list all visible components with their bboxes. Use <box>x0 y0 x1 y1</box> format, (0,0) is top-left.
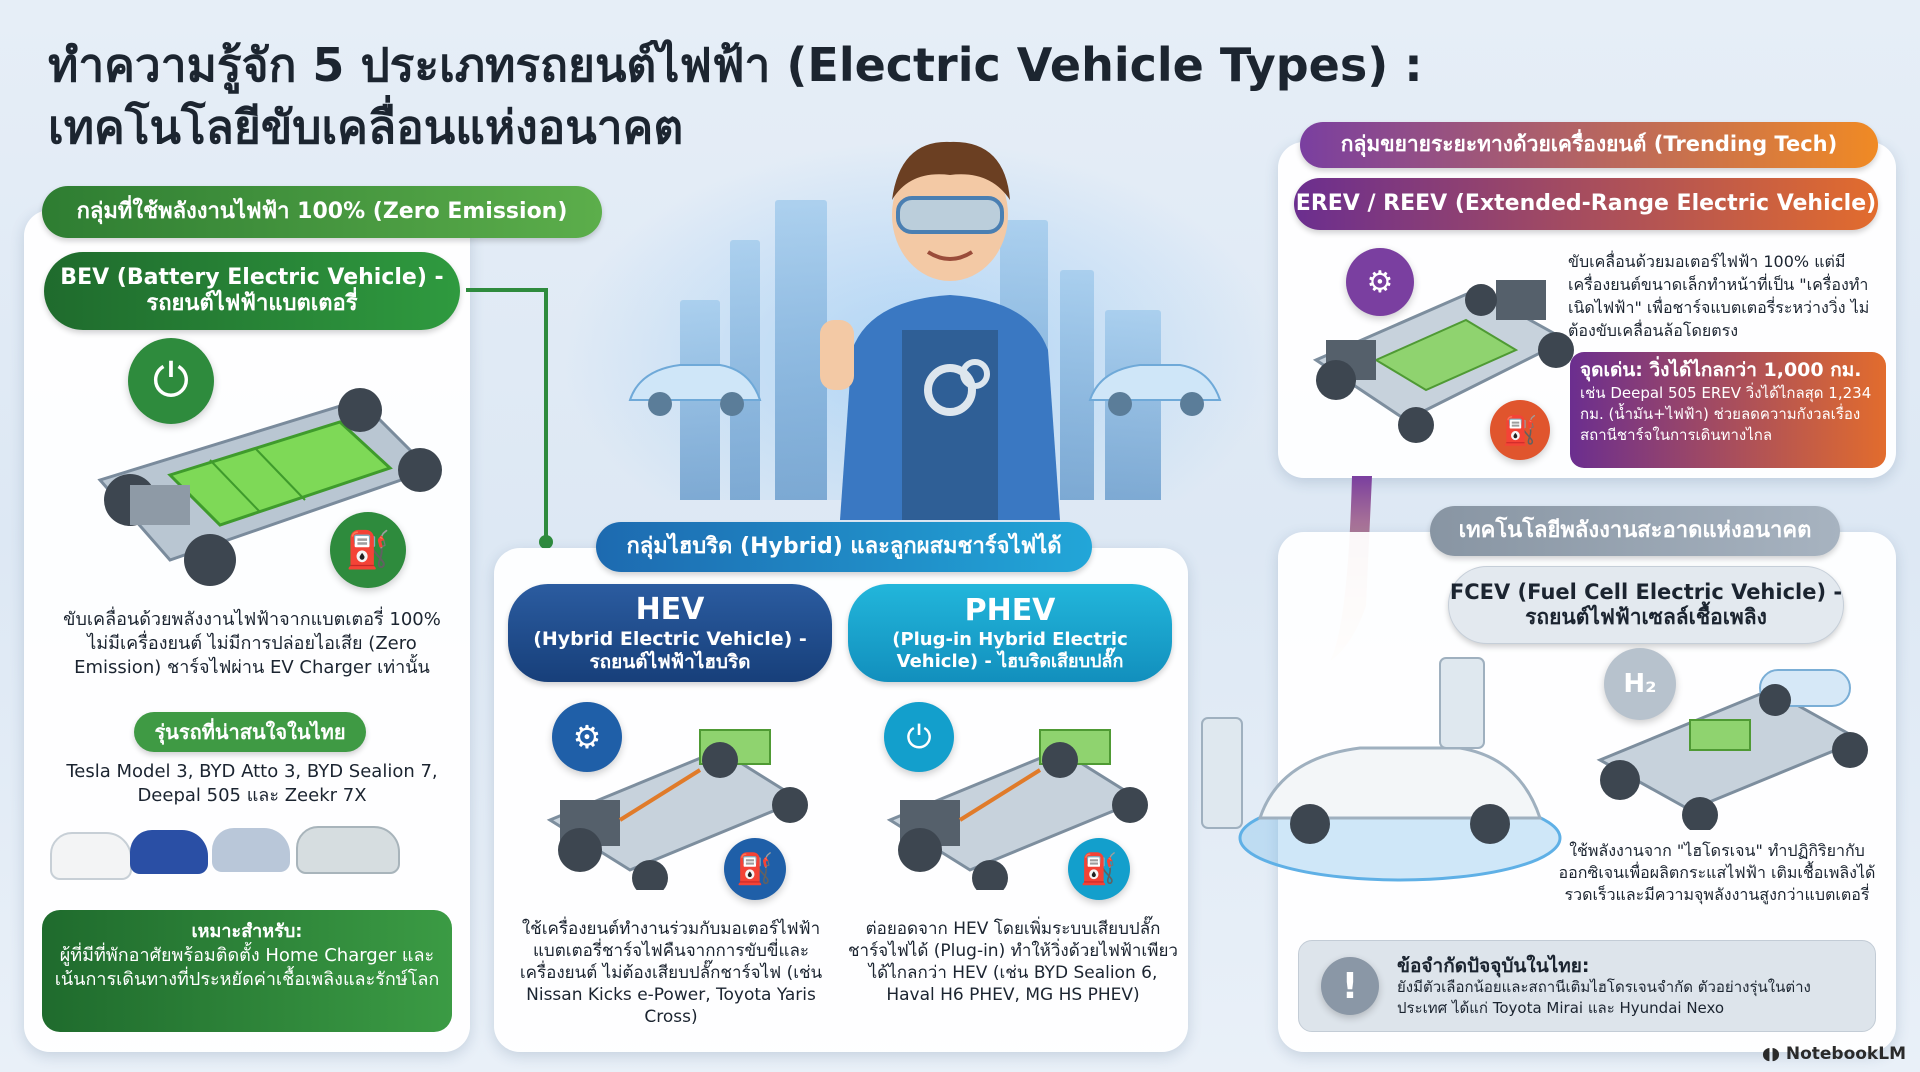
phev-chassis-illustration <box>886 729 1148 890</box>
fcev-limit-text: ยังมีตัวเลือกน้อยและสถานีเติมไฮโดรเจนจำก… <box>1397 978 1811 1017</box>
fcev-chassis-illustration <box>1596 669 1868 830</box>
fcev-group-label: เทคโนโลยีพลังงานสะอาดแห่งอนาคต <box>1430 506 1840 556</box>
bev-suitable-text: ผู้ที่มีที่พักอาศัยพร้อมติดตั้ง Home Cha… <box>54 945 440 990</box>
mechanic-character <box>820 141 1060 520</box>
gray-suv <box>296 826 400 874</box>
erev-highlight-text: เช่น Deepal 505 EREV วิ่งได้ไกลสุด 1,234… <box>1580 384 1872 444</box>
silver-car <box>212 828 290 872</box>
bev-suitable-title: เหมาะสำหรับ: <box>191 921 303 942</box>
erev-chassis-illustration <box>1312 280 1574 443</box>
bev-description: ขับเคลื่อนด้วยพลังงานไฟฟ้าจากแบตเตอรี่ 1… <box>63 609 441 678</box>
engine-icon: ⚙ <box>552 702 622 772</box>
phev-full-name: (Plug-in Hybrid Electric Vehicle) - ไฮบร… <box>892 629 1128 672</box>
blue-car <box>130 830 208 874</box>
hev-title-badge: HEV (Hybrid Electric Vehicle) - รถยนต์ไฟ… <box>508 584 832 682</box>
hev-chassis-illustration <box>546 729 808 890</box>
h2-icon: H₂ <box>1604 648 1676 720</box>
hybrid-group-label: กลุ่มไฮบริด (Hybrid) และลูกผสมชาร์จไฟได้ <box>596 522 1092 572</box>
erev-group-label: กลุ่มขยายระยะทางด้วยเครื่องยนต์ (Trendin… <box>1300 122 1878 168</box>
bev-models-list: Tesla Model 3, BYD Atto 3, BYD Sealion 7… <box>66 761 438 806</box>
erev-highlight-title: จุดเด่น: วิ่งได้ไกลกว่า 1,000 กม. <box>1580 359 1862 381</box>
bev-chassis-illustration <box>97 388 442 586</box>
city-car-right <box>1088 364 1222 416</box>
warning-icon: ! <box>1321 957 1379 1015</box>
hev-description: ใช้เครื่องยนต์ทำงานร่วมกับมอเตอร์ไฟฟ้า แ… <box>519 919 823 1027</box>
white-car <box>50 832 132 880</box>
fcev-title-badge: FCEV (Fuel Cell Electric Vehicle) - รถยน… <box>1448 566 1844 644</box>
fuel-pump-icon-erev: ⛽ <box>1490 400 1550 460</box>
phev-name: PHEV <box>964 593 1056 629</box>
charging-station-icon: ⛽ <box>330 512 406 588</box>
hev-name: HEV <box>635 592 705 628</box>
page-title: ทำความรู้จัก 5 ประเภทรถยนต์ไฟฟ้า (Electr… <box>48 34 1548 158</box>
brand-logo-icon: ◖◗ <box>1762 1044 1786 1064</box>
city-car-left <box>628 364 762 416</box>
plug-icon: ⏻ <box>128 338 214 424</box>
erev-title-badge: EREV / REEV (Extended-Range Electric Veh… <box>1294 178 1878 230</box>
fuel-pump-icon-phev: ⛽ <box>1068 838 1130 900</box>
fcev-limit-box: ! ข้อจำกัดปัจจุบันในไทย: ยังมีตัวเลือกน้… <box>1298 940 1876 1032</box>
fcev-limit-title: ข้อจำกัดปัจจุบันในไทย: <box>1397 955 1590 977</box>
notebooklm-brand: ◖◗ NotebookLM <box>1762 1044 1906 1064</box>
hev-full-name: (Hybrid Electric Vehicle) - รถยนต์ไฟฟ้าไ… <box>533 628 807 673</box>
fcev-description: ใช้พลังงานจาก "ไฮโดรเจน" ทำปฏิกิริยากับอ… <box>1558 841 1876 904</box>
phev-title-badge: PHEV (Plug-in Hybrid Electric Vehicle) -… <box>848 584 1172 682</box>
plug-icon-phev: ⏻ <box>884 702 954 772</box>
erev-highlight-box: จุดเด่น: วิ่งได้ไกลกว่า 1,000 กม. เช่น D… <box>1570 352 1886 468</box>
bev-title-badge: BEV (Battery Electric Vehicle) - รถยนต์ไ… <box>44 252 460 330</box>
fuel-pump-icon-hev: ⛽ <box>724 838 786 900</box>
bev-model-cars <box>46 822 456 884</box>
engine-icon-erev: ⚙ <box>1346 248 1414 316</box>
erev-description: ขับเคลื่อนด้วยมอเตอร์ไฟฟ้า 100% แต่มีเคร… <box>1568 252 1870 340</box>
bev-suitable-box: เหมาะสำหรับ: ผู้ที่มีที่พักอาศัยพร้อมติด… <box>42 910 452 1032</box>
title-line-1: ทำความรู้จัก 5 ประเภทรถยนต์ไฟฟ้า (Electr… <box>48 38 1423 92</box>
bev-models-label: รุ่นรถที่น่าสนใจในไทย <box>134 712 366 752</box>
bev-group-label: กลุ่มที่ใช้พลังงานไฟฟ้า 100% (Zero Emiss… <box>42 186 602 238</box>
phev-description: ต่อยอดจาก HEV โดยเพิ่มระบบเสียบปลั๊กชาร์… <box>848 919 1178 1005</box>
hydrogen-fueling-scene <box>1201 657 1562 882</box>
connector-line-bev-hybrid <box>466 288 553 549</box>
